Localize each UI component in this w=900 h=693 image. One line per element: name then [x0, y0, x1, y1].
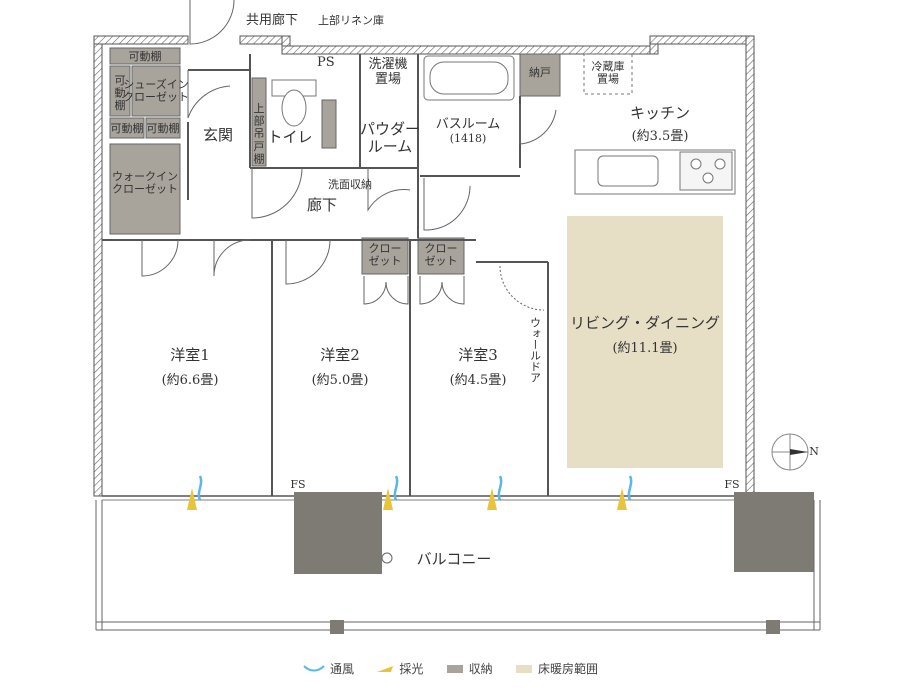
- outer-walls: [93, 35, 755, 497]
- label-wall-door: ウォールドア: [529, 317, 542, 383]
- label-closet-1: クローゼット: [369, 242, 402, 268]
- label-living-dining-size: (約11.1畳): [612, 341, 677, 356]
- label-upper-cabinet: 上部吊戸棚: [254, 102, 265, 165]
- label-adjustable-shelf-4: 可動棚: [147, 121, 180, 135]
- label-living-dining: リビング・ダイニング: [570, 314, 720, 332]
- label-walk-in-closet: ウォークインクローゼット: [112, 170, 178, 196]
- label-room2-size: (約5.0畳): [312, 373, 369, 388]
- label-vanity-storage: 洗面収納: [328, 178, 372, 191]
- kitchen-counter: [574, 149, 736, 195]
- floor-heating-area: [567, 216, 723, 468]
- compass-icon: [771, 433, 809, 471]
- toilet-fixture: [271, 79, 317, 127]
- pillar-left: [294, 492, 382, 574]
- label-room3-size: (約4.5畳): [450, 373, 507, 388]
- pillar-right: [734, 492, 814, 572]
- marker-room3: [487, 475, 503, 510]
- interior-walls: [102, 54, 746, 501]
- air-light-markers: [187, 475, 633, 510]
- label-balcony: バルコニー: [417, 550, 492, 568]
- label-nando: 納戸: [529, 66, 551, 79]
- label-ps: PS: [317, 55, 335, 70]
- label-corridor: 廊下: [307, 196, 337, 214]
- balcony-post-right: [766, 620, 780, 634]
- bathtub: [423, 55, 515, 101]
- label-closet-2: クローゼット: [425, 242, 458, 268]
- label-room2: 洋室2: [320, 346, 360, 364]
- label-north: N: [809, 445, 819, 458]
- legend-floor-heating: 床暖房範囲: [514, 660, 598, 677]
- label-upper-linen: 上部リネン庫: [318, 13, 384, 27]
- label-common-corridor: 共用廊下: [246, 12, 298, 28]
- drain-icon: [381, 552, 393, 564]
- balcony-rail: [95, 500, 821, 631]
- marker-room1: [187, 475, 203, 510]
- label-adjustable-shelf-vertical: 可動棚: [115, 74, 126, 112]
- marker-room2: [383, 475, 399, 510]
- label-adjustable-shelf-top: 可動棚: [129, 49, 162, 63]
- legend-ventilation: 通風: [302, 660, 354, 677]
- legend: 通風 採光 収納 床暖房範囲: [0, 660, 900, 677]
- storage-swatch: [446, 664, 463, 673]
- daylight-icon: [377, 665, 394, 672]
- label-fridge: 冷蔵庫置場: [592, 59, 625, 86]
- label-kitchen: キッチン: [630, 104, 690, 122]
- label-powder-room: パウダールーム: [360, 120, 420, 155]
- label-adjustable-shelf-3: 可動棚: [111, 121, 144, 135]
- label-washer: 洗濯機置場: [368, 57, 407, 87]
- ventilation-icon: [303, 664, 325, 671]
- storage-areas: [109, 47, 561, 275]
- legend-storage: 収納: [445, 660, 493, 677]
- label-entrance: 玄関: [203, 126, 233, 144]
- marker-living: [617, 475, 633, 510]
- label-room1-size: (約6.6畳): [162, 373, 219, 388]
- label-shoes-in-closet: シューズインクローゼット: [123, 77, 189, 104]
- label-toilet: トイレ: [267, 128, 312, 146]
- door-swings: [141, 0, 557, 311]
- label-kitchen-size: (約3.5畳): [632, 129, 689, 144]
- label-bathroom: バスルーム: [436, 117, 501, 132]
- floor-heating-swatch: [516, 664, 533, 673]
- legend-daylight: 採光: [375, 660, 423, 677]
- label-bathroom-size: (1418): [450, 132, 487, 145]
- label-fs-right: FS: [724, 478, 739, 491]
- label-room1: 洋室1: [170, 346, 210, 364]
- label-room3: 洋室3: [458, 346, 498, 364]
- fridge-area: [583, 53, 633, 95]
- label-fs-left: FS: [290, 478, 305, 491]
- balcony-post-left: [330, 620, 344, 634]
